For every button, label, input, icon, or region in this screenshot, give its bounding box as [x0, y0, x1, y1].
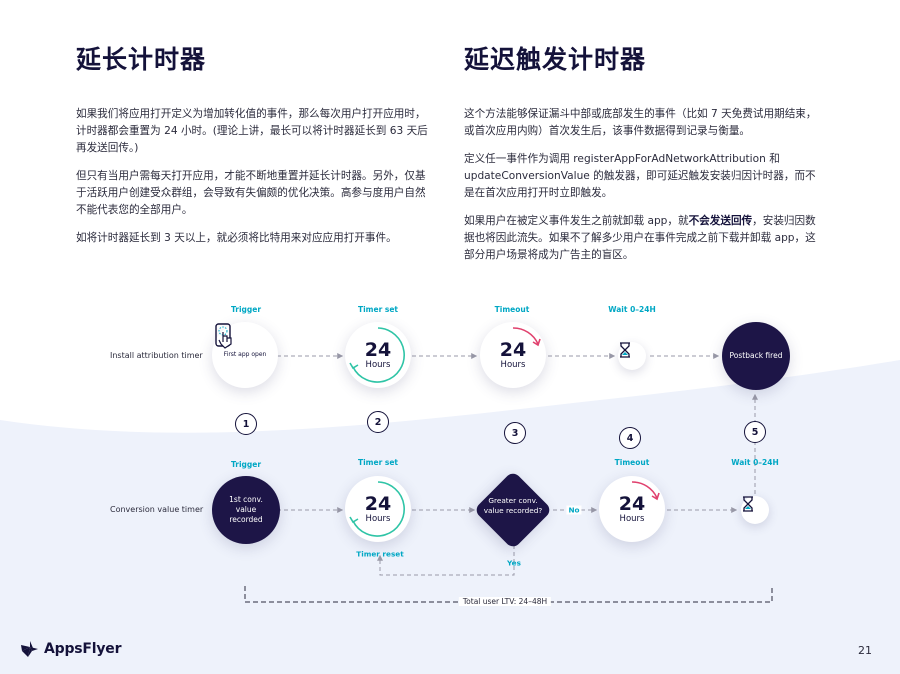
timer-diagram: Install attribution timer Conversion val…: [0, 290, 900, 620]
row1-timeout-hours: 24: [499, 338, 527, 361]
row-label-install: Install attribution timer: [110, 351, 203, 360]
row1-wait-label: Wait 0–24H: [608, 305, 656, 314]
timer-reset-label: Timer reset: [356, 549, 404, 559]
step-4: 4: [619, 427, 641, 449]
row2-timeout-node: 24 Hours: [599, 476, 665, 542]
right-column: 延迟触发计时器 这个方法能够保证漏斗中部或底部发生的事件（比如 7 天免费试用期…: [464, 40, 824, 275]
row1-timeout-node: 24 Hours: [480, 322, 546, 388]
hourglass-icon: [743, 496, 753, 512]
row2-timeout-hours: 24: [618, 492, 646, 515]
row1-timer-set-label: Timer set: [357, 305, 399, 314]
left-column: 延长计时器 如果我们将应用打开定义为增加转化值的事件，那么每次用户打开应用时，计…: [76, 40, 436, 258]
row1-timer-set-hours: 24: [364, 338, 392, 361]
row2-timeout-label: Timeout: [614, 458, 650, 467]
step-3: 3: [504, 422, 526, 444]
yes-label: Yes: [507, 558, 521, 568]
row2-wait-node: [741, 496, 769, 524]
row2-timer-set-label: Timer set: [357, 458, 399, 467]
right-paragraph-2: 定义任一事件作为调用 registerAppForAdNetworkAttrib…: [464, 153, 816, 199]
no-postback-emphasis: 不会发送回传: [688, 215, 753, 227]
left-paragraph-1: 如果我们将应用打开定义为增加转化值的事件，那么每次用户打开应用时，计时器都会重置…: [76, 108, 428, 154]
timer-ring-icon: [349, 481, 405, 537]
row1-trigger-label: Trigger: [230, 305, 262, 314]
left-paragraph-3: 如将计时器延长到 3 天以上，就必须将比特用来对应应用打开事件。: [76, 232, 397, 244]
hourglass-icon: [620, 342, 630, 358]
row2-timeout-unit: Hours: [619, 513, 645, 524]
postback-fired-text: Postback fired: [729, 351, 783, 360]
row1-timer-set-node: 24 Hours: [345, 322, 411, 388]
timeout-ring-icon: [512, 327, 541, 347]
row2-trigger-label: Trigger: [230, 460, 262, 469]
row1-timeout-label: Timeout: [494, 305, 530, 314]
row1-timer-set-unit: Hours: [365, 359, 391, 370]
row2-timer-set-hours: 24: [364, 492, 392, 515]
row2-timer-set-node: 24 Hours: [345, 476, 411, 542]
row1-timeout-unit: Hours: [500, 359, 526, 370]
postback-fired-node: Postback fired: [722, 322, 790, 390]
right-title: 延迟触发计时器: [464, 45, 647, 74]
first-app-open-text: First app open: [223, 350, 267, 358]
row1-wait-node: [618, 342, 646, 370]
row2-wait-label: Wait 0–24H: [731, 458, 779, 467]
right-paragraph-1: 这个方法能够保证漏斗中部或底部发生的事件（比如 7 天免费试用期结束，或首次应用…: [464, 108, 817, 137]
decision-text: Greater conv. value recorded?: [483, 496, 543, 515]
first-app-open-node: First app open: [212, 322, 278, 388]
no-label: No: [566, 505, 582, 515]
left-title: 延长计时器: [76, 45, 207, 74]
appsflyer-logo-icon: [21, 641, 38, 657]
step-5: 5: [744, 421, 766, 443]
first-conv-value-node: 1st conv. value recorded: [212, 476, 280, 544]
total-ltv-label: Total user LTV: 24–48H: [458, 597, 552, 606]
timer-ring-icon: [349, 327, 405, 383]
tap-phone-icon: [215, 323, 232, 349]
page-number: 21: [858, 644, 872, 657]
brand-name: AppsFlyer: [44, 641, 122, 657]
right-paragraph-3: 如果用户在被定义事件发生之前就卸载 app，就不会发送回传，安装归因数据也将因此…: [464, 215, 816, 261]
appsflyer-logo: AppsFlyer: [20, 640, 122, 658]
timeout-ring-icon: [631, 481, 660, 501]
row2-timer-set-unit: Hours: [365, 513, 391, 524]
row-label-conversion: Conversion value timer: [110, 505, 204, 514]
left-paragraph-2: 但只有当用户需每天打开应用，才能不断地重置并延长计时器。另外，仅基于活跃用户创建…: [76, 170, 426, 216]
step-2: 2: [367, 411, 389, 433]
first-conv-value-text: 1st conv. value recorded: [229, 495, 263, 524]
step-1: 1: [235, 413, 257, 435]
